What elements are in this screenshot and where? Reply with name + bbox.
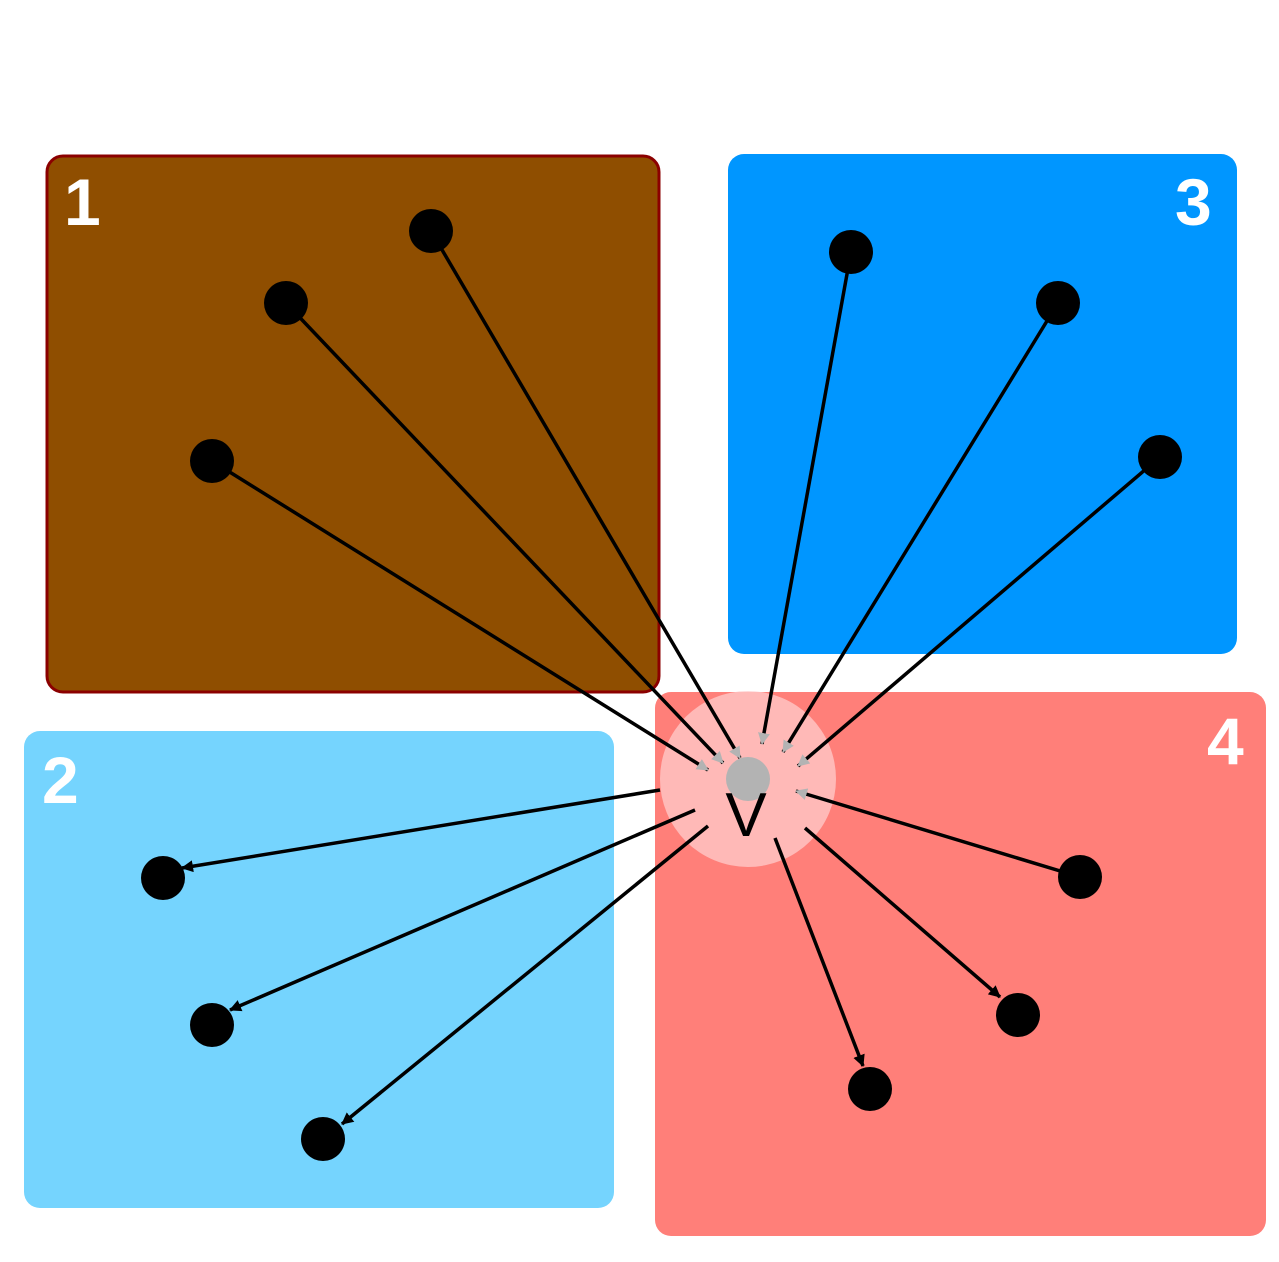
node-region-4-a bbox=[1058, 855, 1102, 899]
node-region-2-a bbox=[141, 856, 185, 900]
node-region-3-a bbox=[829, 230, 873, 274]
center-label: V bbox=[725, 781, 767, 850]
region-2-box bbox=[24, 731, 614, 1208]
node-region-4-c bbox=[848, 1067, 892, 1111]
node-region-3-c bbox=[1138, 435, 1182, 479]
region-1-box bbox=[45, 154, 661, 694]
region-1-label: 1 bbox=[64, 165, 101, 239]
node-region-2-b bbox=[190, 1003, 234, 1047]
edge-region-4-a bbox=[773, 837, 865, 1067]
edge-region-3-a bbox=[758, 251, 853, 745]
node-region-1-b bbox=[264, 281, 308, 325]
edge-region-2-b bbox=[229, 808, 696, 1012]
edge-region-1-a bbox=[211, 459, 709, 772]
edge-region-2-a bbox=[181, 788, 661, 873]
edge-region-4-b bbox=[803, 826, 1002, 999]
edge-region-1-c bbox=[429, 230, 742, 759]
edge-region-4-in bbox=[795, 788, 1081, 879]
edge-region-2-c bbox=[340, 824, 710, 1126]
node-region-4-b bbox=[996, 993, 1040, 1037]
edge-region-3-c bbox=[796, 455, 1162, 768]
edge-region-3-b bbox=[781, 302, 1060, 753]
node-region-1-a bbox=[190, 439, 234, 483]
node-region-1-c bbox=[409, 209, 453, 253]
region-4-label: 4 bbox=[1207, 704, 1244, 778]
region-3-label: 3 bbox=[1175, 165, 1212, 239]
node-region-3-b bbox=[1036, 281, 1080, 325]
edge-region-1-b bbox=[284, 301, 725, 765]
region-3-box bbox=[728, 154, 1237, 654]
node-region-2-c bbox=[301, 1117, 345, 1161]
region-2-label: 2 bbox=[42, 743, 79, 817]
center-node bbox=[726, 757, 770, 801]
